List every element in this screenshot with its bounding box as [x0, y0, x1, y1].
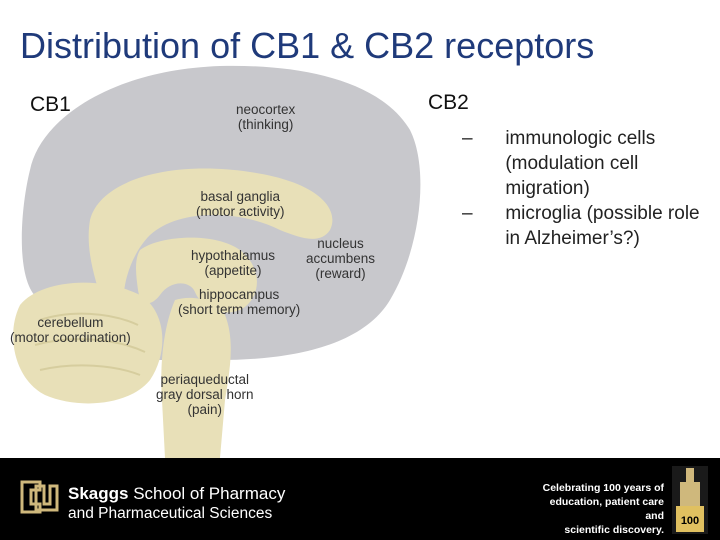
bullet-item: – microglia (possible role in Alzheimer’… — [462, 201, 712, 251]
cerebellum-shape — [13, 282, 163, 404]
bullet-item: – immunologic cells (modulation cell mig… — [462, 126, 712, 201]
celebration-text: Celebrating 100 years of education, pati… — [542, 482, 664, 536]
cu-logo-icon — [20, 480, 59, 514]
bullet-text: immunologic cells (modulation cell migra… — [505, 128, 656, 199]
label-hypothalamus: hypothalamus(appetite) — [191, 248, 276, 278]
badge-number: 100 — [681, 515, 699, 527]
cb1-heading: CB1 — [30, 93, 71, 116]
footer-bar: Skaggs School of Pharmacy and Pharmaceut… — [0, 458, 720, 540]
cb2-bullet-list: – immunologic cells (modulation cell mig… — [462, 126, 712, 251]
basal-ganglia-shape — [88, 168, 333, 310]
cb2-heading: CB2 — [428, 91, 469, 114]
school-name: Skaggs School of Pharmacy — [68, 484, 286, 503]
brain-diagram — [13, 65, 421, 458]
school-subtitle: and Pharmaceutical Sciences — [68, 505, 273, 522]
label-hippocampus: hippocampus(short term memory) — [178, 287, 301, 317]
bullet-text: microglia (possible role in Alzheimer’s?… — [505, 203, 700, 249]
brainstem-shape — [161, 297, 231, 458]
slide-title: Distribution of CB1 & CB2 receptors — [20, 25, 595, 66]
bullet-dash: – — [462, 203, 473, 224]
label-basal-ganglia: basal ganglia(motor activity) — [196, 189, 285, 219]
label-neocortex: neocortex(thinking) — [236, 102, 296, 132]
old-main-building-icon: 100 — [672, 466, 708, 534]
bullet-dash: – — [462, 128, 473, 149]
midbrain-shape — [136, 237, 257, 313]
label-cerebellum: cerebellum(motor coordination) — [10, 315, 131, 345]
